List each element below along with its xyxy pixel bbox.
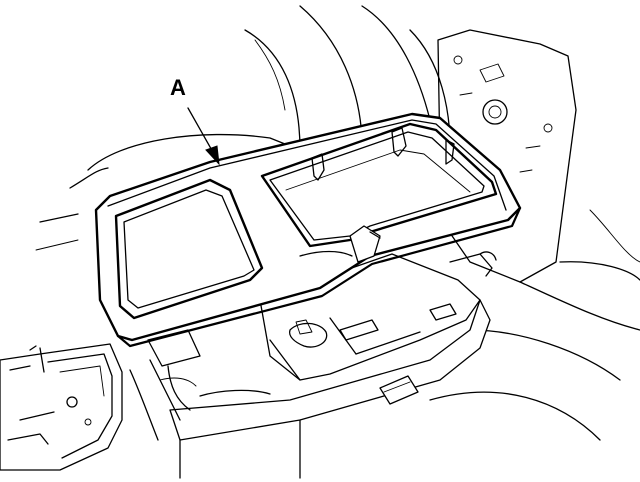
left-armrest-panel (0, 343, 123, 471)
panel-storage-lid (114, 178, 264, 320)
callout-a-arrowhead (205, 145, 220, 166)
panel-clip-right (445, 139, 455, 165)
left-door-armrest (0, 343, 123, 471)
seat-back-outline (87, 133, 301, 171)
panel-clip-middle (391, 127, 407, 157)
callout-a-leader (187, 107, 215, 155)
console-upper-panel (94, 112, 522, 348)
callout-a-label: A (170, 75, 186, 100)
console-side-rail (169, 299, 491, 441)
callout-a: A (170, 75, 220, 166)
panel-center-divider (349, 225, 381, 263)
panel-clip-left (311, 153, 325, 181)
panel-opening-frame (260, 122, 498, 248)
